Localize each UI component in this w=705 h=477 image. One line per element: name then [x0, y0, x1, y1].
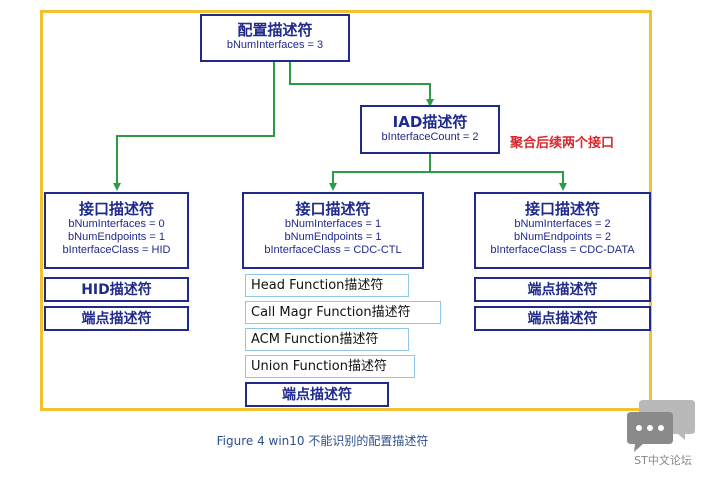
interface-hid-title: 接口描述符 [78, 200, 154, 218]
interface-hid-num-endpoints: bNumEndpoints = 1 [68, 231, 165, 243]
interface-hid-num-interfaces: bNumInterfaces = 0 [68, 218, 165, 230]
interface-data-title: 接口描述符 [524, 200, 600, 218]
ctl-endpoint-descriptor-box: 端点描述符 [245, 382, 389, 407]
hid-endpoint-descriptor-box: 端点描述符 [44, 306, 189, 331]
interface-data-num-endpoints: bNumEndpoints = 2 [514, 231, 611, 243]
acm-function-descriptor: ACM Function描述符 [245, 328, 409, 351]
interface-data-num-interfaces: bNumInterfaces = 2 [514, 218, 611, 230]
iad-interface-count: bInterfaceCount = 2 [381, 131, 479, 143]
interface-hid-box: 接口描述符 bNumInterfaces = 0 bNumEndpoints =… [44, 192, 189, 269]
interface-ctl-num-endpoints: bNumEndpoints = 1 [284, 231, 382, 243]
iad-descriptor-title: IAD描述符 [392, 113, 468, 131]
iad-note: 聚合后续两个接口 [510, 136, 615, 151]
interface-data-class: bInterfaceClass = CDC-DATA [490, 244, 635, 256]
interface-ctl-class: bInterfaceClass = CDC-CTL [264, 244, 402, 256]
interface-data-box: 接口描述符 bNumInterfaces = 2 bNumEndpoints =… [474, 192, 651, 269]
union-function-descriptor: Union Function描述符 [245, 355, 415, 378]
config-num-interfaces: bNumInterfaces = 3 [226, 39, 324, 51]
data-endpoint-descriptor-box-1: 端点描述符 [474, 277, 651, 302]
interface-ctl-box: 接口描述符 bNumInterfaces = 1 bNumEndpoints =… [242, 192, 424, 269]
head-function-descriptor: Head Function描述符 [245, 274, 409, 297]
data-endpoint-descriptor-box-2: 端点描述符 [474, 306, 651, 331]
call-magr-function-descriptor: Call Magr Function描述符 [245, 301, 441, 324]
iad-descriptor-box: IAD描述符 bInterfaceCount = 2 [360, 105, 500, 154]
interface-hid-class: bInterfaceClass = HID [62, 244, 171, 256]
watermark-text: ST中文论坛 [634, 454, 692, 467]
figure-caption: Figure 4 win10 不能识别的配置描述符 [216, 434, 429, 448]
chat-bubble-icon [627, 400, 695, 452]
interface-ctl-title: 接口描述符 [295, 200, 371, 218]
hid-descriptor-box: HID描述符 [44, 277, 189, 302]
config-descriptor-box: 配置描述符 bNumInterfaces = 3 [200, 14, 350, 62]
config-descriptor-title: 配置描述符 [237, 21, 313, 39]
interface-ctl-num-interfaces: bNumInterfaces = 1 [284, 218, 382, 230]
